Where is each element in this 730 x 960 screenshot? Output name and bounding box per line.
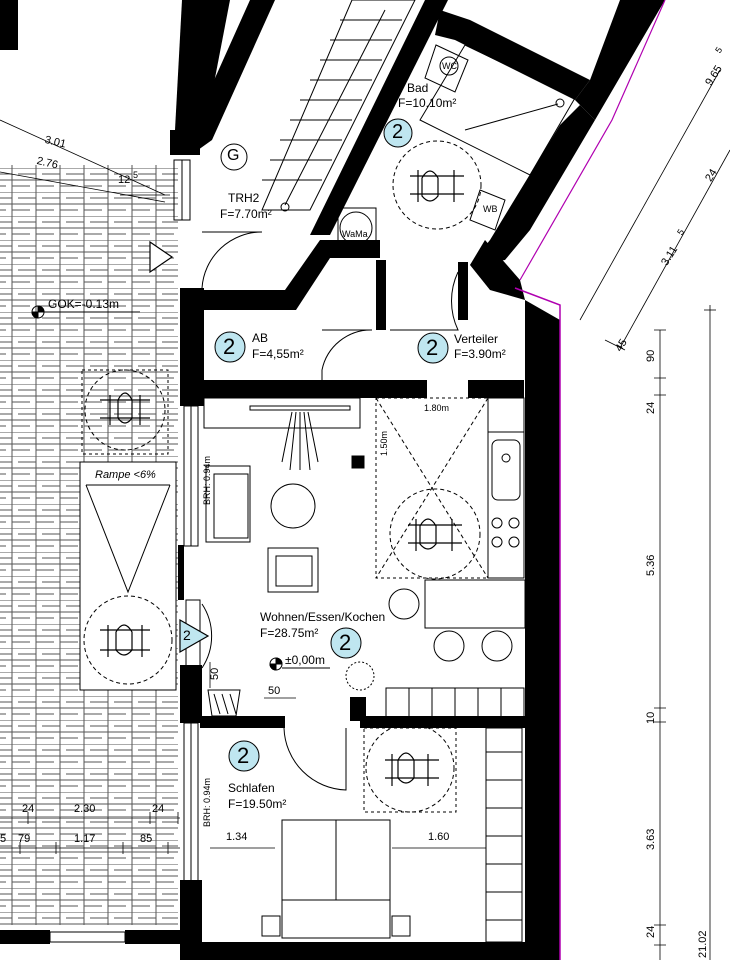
- doors: [185, 231, 459, 791]
- level-floor: ±0,00m: [285, 653, 325, 667]
- room-name-verteiler: Verteiler: [454, 332, 499, 346]
- room-number-ab: 2: [223, 334, 236, 359]
- dim-134: 1.34: [226, 831, 248, 843]
- dim-b79: 79: [18, 833, 31, 845]
- room-area-ab: F=4,55m²: [252, 347, 304, 361]
- room-area-trh: F=7.70m²: [220, 207, 272, 221]
- living-furniture: [203, 397, 375, 717]
- room-area-verteiler: F=3.90m²: [454, 347, 506, 361]
- kitchen: [375, 397, 526, 719]
- room-name-ab: AB: [252, 331, 269, 345]
- dimension-lines: [0, 69, 730, 960]
- ramp-area: [79, 461, 177, 691]
- walls: [0, 0, 665, 960]
- stair: [261, 0, 416, 212]
- room-area-bad: F=10.10m²: [398, 96, 457, 110]
- dim-b24b: 24: [152, 803, 165, 815]
- dim-125: 12: [118, 174, 131, 186]
- room-number-wohnen: 2: [339, 630, 352, 655]
- level-marker-gok: [31, 305, 140, 319]
- dim-160: 1.60: [428, 831, 450, 843]
- stair-marker-circle: [220, 143, 248, 171]
- level-gok: GOK=-0.13m: [48, 297, 120, 311]
- entrance-marker-number: 2: [183, 627, 191, 643]
- wheelchair-figures: [100, 170, 464, 786]
- room-number-bad: 2: [392, 121, 404, 143]
- fixture-wama: WaMa: [342, 229, 368, 239]
- dim-v24b: 24: [645, 925, 657, 938]
- kitchen-width: 1.80m: [424, 403, 450, 413]
- room-number-circles: [214, 118, 449, 772]
- dim-b85: 85: [140, 833, 153, 845]
- windows: [49, 159, 199, 943]
- dim-50a: 50: [209, 667, 221, 680]
- room-name-trh: TRH2: [228, 191, 260, 205]
- room-area-wohnen: F=28.75m²: [260, 626, 319, 640]
- sill-label-living: BRH: 0.94m: [202, 455, 212, 505]
- fixture-wb: WB: [483, 204, 498, 214]
- dim-v10: 10: [645, 711, 657, 724]
- bedroom-furniture: [261, 727, 523, 943]
- kitchen-depth: 1.50m: [379, 430, 389, 456]
- entrance-arrow-outline: [149, 240, 174, 274]
- room-name-schlafen: Schlafen: [228, 781, 275, 795]
- ramp-label: Rampe <6%: [95, 469, 156, 481]
- room-number-schlafen: 2: [237, 743, 250, 768]
- dim-125-sup: 5: [133, 170, 139, 180]
- dim-v536: 5.36: [645, 554, 657, 576]
- room-name-bad: Bad: [407, 81, 429, 95]
- fixture-wc: WC: [442, 61, 457, 71]
- dim-b230: 2.30: [74, 803, 96, 815]
- room-area-schlafen: F=19.50m²: [228, 797, 287, 811]
- dim-50b: 50: [268, 685, 281, 697]
- room-name-wohnen: Wohnen/Essen/Kochen: [260, 610, 386, 624]
- site-boundary: [514, 287, 561, 960]
- dim-b5: 5: [0, 833, 7, 845]
- dim-b117: 1.17: [74, 833, 96, 845]
- dim-b24a: 24: [22, 803, 35, 815]
- room-number-verteiler: 2: [426, 335, 439, 360]
- ramp-arrow-lines: [85, 484, 171, 594]
- dim-v363: 3.63: [645, 828, 657, 850]
- sill-label-bed: BRH: 0.94m: [202, 777, 212, 827]
- wheelchair-circle-terrace: [81, 140, 489, 813]
- entrance-arrow-marker: [179, 618, 210, 654]
- bath-fixtures: [337, 44, 576, 251]
- dim-v24a: 24: [645, 401, 657, 414]
- level-marker-floor: [269, 657, 330, 671]
- dim-v90: 90: [645, 349, 657, 362]
- dim-v2102: 21.02: [697, 930, 709, 958]
- stair-marker: G: [227, 147, 240, 164]
